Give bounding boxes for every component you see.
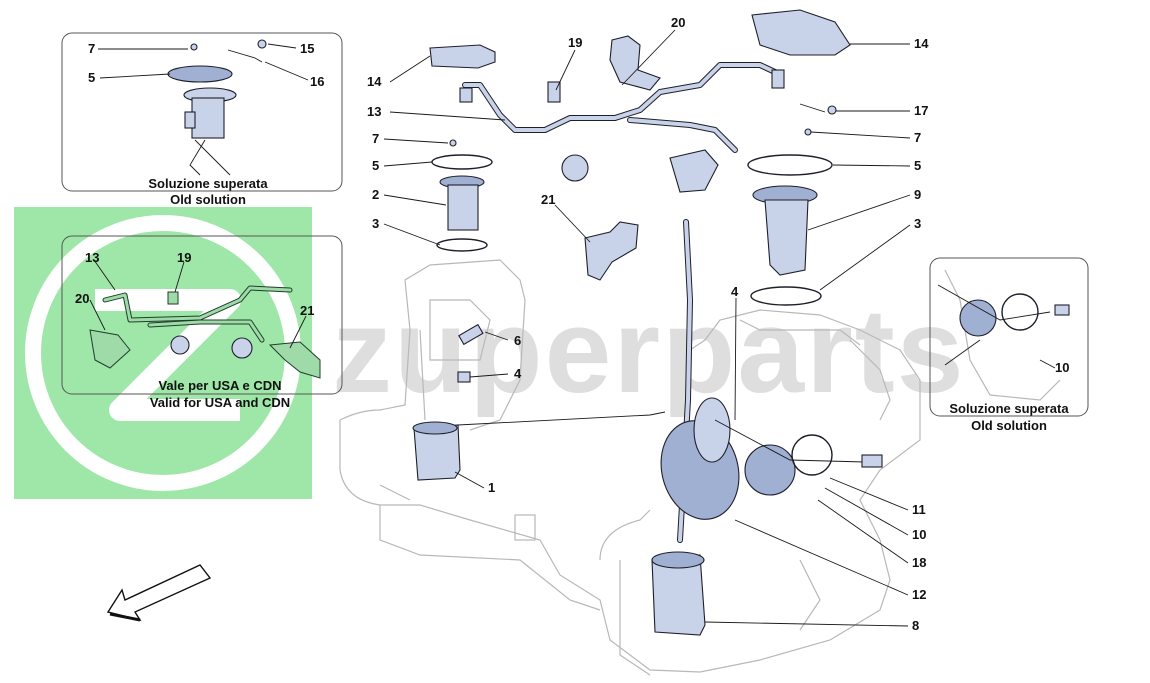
- caption-right-1: Soluzione superata: [949, 401, 1069, 416]
- caption-top-left-1: Soluzione superata: [148, 176, 268, 191]
- inset-frame-right: [929, 257, 1089, 417]
- callout-4-right: 4: [731, 284, 739, 299]
- callout-5-left: 5: [372, 158, 379, 173]
- callout-ml-13: 13: [85, 250, 99, 265]
- callout-9: 9: [914, 187, 921, 202]
- green-bracket-20: [89, 329, 131, 369]
- cap-old: [959, 299, 997, 337]
- callout-ml-19: 19: [177, 250, 191, 265]
- screw-7-left: [449, 139, 457, 147]
- inset-frame: [61, 32, 343, 192]
- oring-3-right: [750, 286, 822, 306]
- callout-1: 1: [488, 480, 495, 495]
- callout-19: 19: [568, 35, 582, 50]
- connector-18: [861, 454, 883, 468]
- pump-2-body: [447, 184, 479, 231]
- callout-3-right: 3: [914, 216, 921, 231]
- cover-14-left: [429, 44, 496, 69]
- cap-10: [744, 444, 796, 496]
- callout-17: 17: [914, 103, 928, 118]
- callout-5-right: 5: [914, 158, 921, 173]
- purge-valve-right: [669, 149, 719, 193]
- callout-4-left: 4: [514, 366, 522, 381]
- callout-8: 8: [912, 618, 919, 633]
- callout-tl-7: 7: [88, 41, 95, 56]
- watermark-logo: [14, 207, 312, 499]
- green-bracket-21: [268, 341, 321, 379]
- callout-3-left: 3: [372, 216, 379, 231]
- gasket-5-left: [431, 154, 493, 170]
- hose-end-right: [771, 69, 785, 89]
- hose-end-left: [459, 87, 473, 103]
- bracket-20: [609, 35, 661, 91]
- callout-7-left: 7: [372, 131, 379, 146]
- gasket-5-right: [747, 154, 833, 176]
- oring-3-left: [436, 238, 488, 252]
- callout-14-right: 14: [914, 36, 929, 51]
- callout-18: 18: [912, 555, 926, 570]
- callout-2: 2: [372, 187, 379, 202]
- fuel-tank-outline: [339, 259, 921, 676]
- callout-12: 12: [912, 587, 926, 602]
- callout-rb-10: 10: [1055, 360, 1069, 375]
- hose-assembly-13: [459, 62, 785, 153]
- callout-ml-21: 21: [300, 303, 314, 318]
- green-clip: [167, 291, 179, 305]
- part-6: [458, 323, 484, 346]
- pump-assembly-old: [167, 39, 267, 176]
- pump-8-top: [651, 551, 705, 569]
- inset-box-old-solution-top: [61, 32, 343, 192]
- callout-20: 20: [671, 15, 685, 30]
- clip-4-left: [457, 371, 471, 383]
- cover-14-right: [751, 9, 851, 56]
- callout-11: 11: [912, 502, 926, 517]
- bracket-21: [584, 221, 639, 281]
- watermark-text: zuperparts: [332, 284, 965, 418]
- caption-mid-left-1: Vale per USA e CDN: [158, 378, 281, 393]
- caption-mid-left-2: Valid for USA and CDN: [150, 395, 290, 410]
- direction-arrow-shadow: [109, 612, 141, 622]
- connector-old: [1054, 304, 1070, 316]
- pump-1-top: [412, 421, 458, 435]
- pump-9-body: [764, 199, 809, 276]
- callout-10: 10: [912, 527, 926, 542]
- watermark-logo-z: [95, 289, 241, 421]
- caption-right-2: Old solution: [971, 418, 1047, 433]
- nut-17: [827, 105, 837, 115]
- valve-b: [231, 337, 253, 359]
- caption-top-left-2: Old solution: [170, 192, 246, 207]
- filler-neck: [693, 397, 731, 463]
- callout-tl-15: 15: [300, 41, 314, 56]
- callout-21: 21: [541, 192, 555, 207]
- valve-a: [170, 335, 190, 355]
- inset-box-usa-cdn: [61, 235, 343, 395]
- purge-valve-left: [561, 154, 589, 182]
- callout-tl-5: 5: [88, 70, 95, 85]
- inset-frame-usa: [61, 235, 343, 395]
- callout-13: 13: [367, 104, 381, 119]
- callout-7-right: 7: [914, 130, 921, 145]
- screw-7-right: [804, 128, 812, 136]
- callout-6: 6: [514, 333, 521, 348]
- direction-arrow: [106, 564, 212, 622]
- callout-14-left: 14: [367, 74, 382, 89]
- inset-box-old-solution-right: [929, 257, 1089, 417]
- callout-tl-16: 16: [310, 74, 324, 89]
- leader-lines: [89, 29, 1056, 627]
- ring-11: [791, 434, 833, 476]
- callout-ml-20: 20: [75, 291, 89, 306]
